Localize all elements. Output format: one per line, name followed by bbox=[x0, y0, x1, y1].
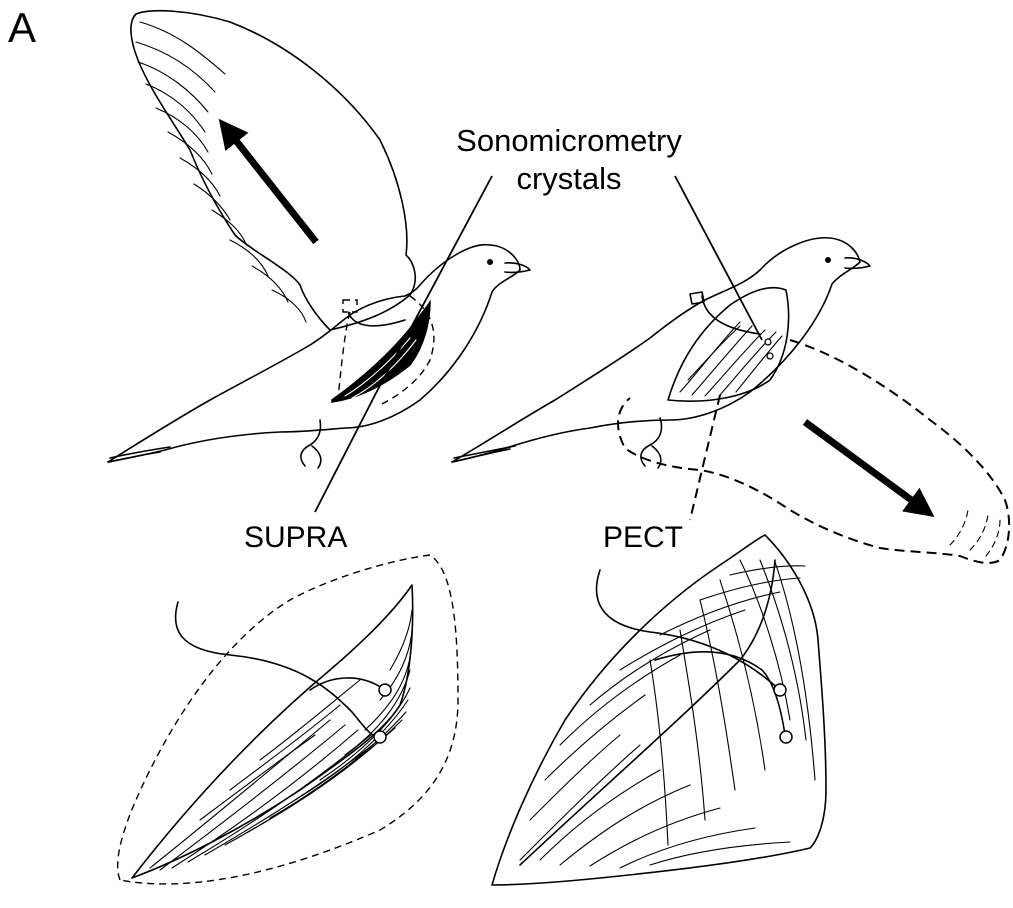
up-arrow-icon bbox=[226, 128, 316, 242]
right-eye bbox=[825, 257, 831, 263]
right-wing-feather-ends bbox=[950, 510, 1000, 556]
crystals-label-line2: crystals bbox=[440, 160, 698, 198]
left-eye bbox=[487, 259, 493, 265]
left-leg bbox=[301, 420, 321, 468]
crystals-label-line1: Sonomicrometry bbox=[440, 122, 698, 160]
crystals-leader-left bbox=[375, 176, 492, 395]
crystal-marker-icon bbox=[765, 339, 771, 345]
crystal-marker-icon bbox=[374, 731, 386, 743]
supra-label: SUPRA bbox=[244, 521, 347, 555]
left-tendon bbox=[348, 312, 405, 326]
right-pect-fibers bbox=[680, 322, 782, 396]
pect-detail-muscle bbox=[492, 535, 826, 885]
crystal-marker-icon bbox=[767, 353, 773, 359]
right-humerus bbox=[702, 296, 760, 334]
crystal-marker-icon bbox=[774, 684, 786, 696]
left-bird-body bbox=[108, 245, 520, 462]
supra-detail bbox=[118, 555, 458, 884]
down-arrow-icon bbox=[805, 422, 925, 510]
right-beak bbox=[845, 258, 870, 269]
right-leg bbox=[641, 418, 662, 468]
supra-detail-tendon-2 bbox=[310, 678, 385, 690]
supra-detail-dashed-outline bbox=[118, 555, 458, 884]
pect-detail bbox=[492, 535, 826, 885]
sonomicrometry-crystals-label: Sonomicrometry crystals bbox=[440, 122, 698, 198]
supra-leader bbox=[315, 395, 375, 512]
pect-label: PECT bbox=[603, 521, 683, 555]
supra-detail-fibers bbox=[150, 610, 412, 870]
right-bird-body bbox=[452, 238, 860, 462]
left-bird bbox=[108, 11, 530, 468]
left-tail bbox=[108, 447, 170, 462]
right-bird bbox=[452, 238, 1009, 563]
crystal-marker-icon bbox=[780, 731, 792, 743]
panel-letter: A bbox=[8, 4, 36, 52]
left-beak bbox=[505, 263, 530, 273]
crystal-marker-icon bbox=[379, 684, 391, 696]
left-wing-feathers bbox=[136, 22, 306, 322]
pect-detail-sternal-line bbox=[520, 560, 775, 865]
right-tail bbox=[452, 446, 515, 462]
pect-detail-fibers bbox=[520, 560, 815, 868]
